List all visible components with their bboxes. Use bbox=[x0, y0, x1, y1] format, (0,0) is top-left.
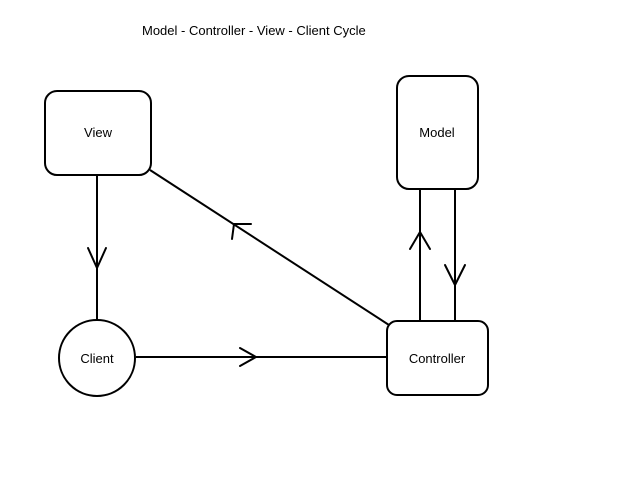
arrowhead-up-left-icon bbox=[231, 223, 252, 240]
edge-view-to-client bbox=[87, 175, 107, 322]
arrowhead-down-icon bbox=[444, 264, 466, 286]
view-box bbox=[44, 90, 152, 176]
client-label: Client bbox=[80, 351, 114, 366]
controller-label: Controller bbox=[409, 351, 466, 366]
edge-model-to-controller bbox=[444, 189, 466, 321]
edge-controller-to-model bbox=[409, 189, 431, 321]
node-client[interactable]: Client bbox=[58, 319, 136, 397]
model-box bbox=[396, 75, 479, 190]
arrowhead-up-icon bbox=[409, 231, 431, 250]
controller-box bbox=[386, 320, 489, 396]
node-controller[interactable]: Controller bbox=[386, 320, 489, 396]
node-view[interactable]: View bbox=[44, 90, 152, 176]
diagram-title: Model - Controller - View - Client Cycle bbox=[142, 23, 366, 38]
arrowhead-down-icon bbox=[87, 247, 107, 269]
model-label: Model bbox=[419, 125, 455, 140]
arrowhead-right-icon bbox=[239, 347, 257, 367]
edge-controller-to-view bbox=[149, 169, 390, 326]
node-model[interactable]: Model bbox=[396, 75, 479, 190]
edge-client-to-controller bbox=[136, 347, 387, 367]
view-label: View bbox=[84, 125, 113, 140]
client-circle bbox=[58, 319, 136, 397]
